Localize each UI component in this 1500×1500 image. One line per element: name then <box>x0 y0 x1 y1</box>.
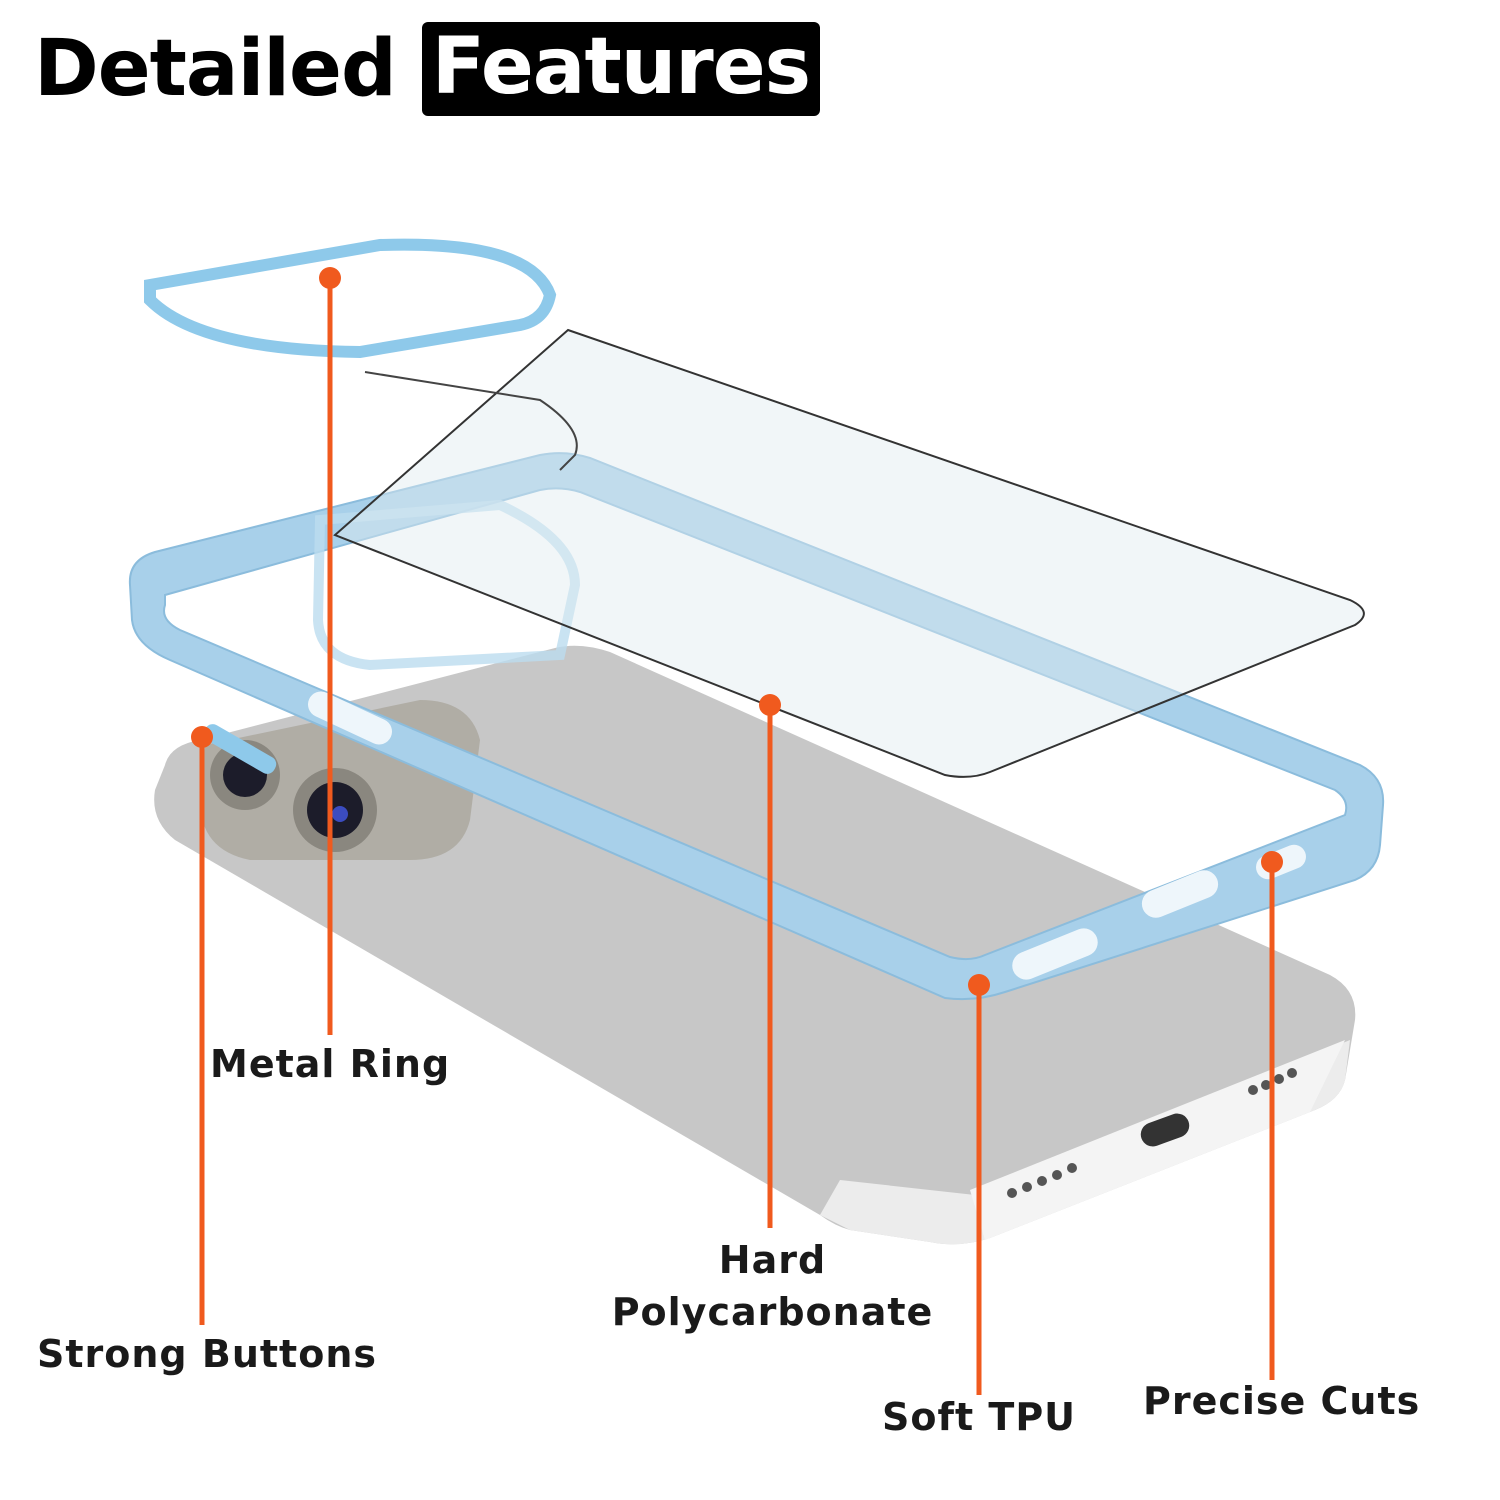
label-hard-polycarbonate: Hard Polycarbonate <box>600 1238 945 1334</box>
label-hard-line1: Hard <box>718 1238 827 1282</box>
label-metal-ring: Metal Ring <box>210 1042 451 1086</box>
title-highlight: Features <box>421 22 821 116</box>
page-title: Detailed Features <box>34 22 821 116</box>
title-plain: Detailed <box>34 24 397 114</box>
phone-body <box>154 645 1356 1245</box>
button-piece <box>203 724 277 774</box>
label-strong-buttons: Strong Buttons <box>37 1332 377 1376</box>
label-soft-tpu: Soft TPU <box>882 1395 1077 1439</box>
label-hard-line2: Polycarbonate <box>611 1290 934 1334</box>
screen-protector <box>333 328 1365 778</box>
label-precise-cuts: Precise Cuts <box>1143 1379 1421 1423</box>
metal-ring <box>144 238 557 359</box>
